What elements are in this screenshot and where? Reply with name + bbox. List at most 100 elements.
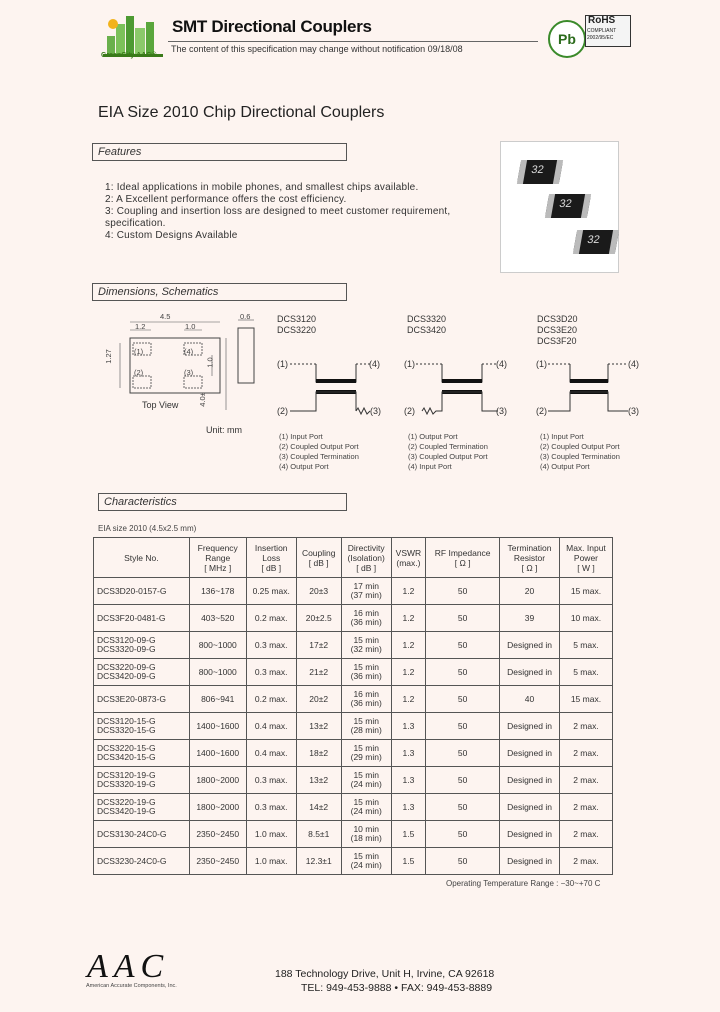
pad-label-2: (2) bbox=[134, 368, 144, 377]
dim-gap: 1.0 bbox=[205, 357, 215, 368]
table-cell: 50 bbox=[425, 712, 501, 740]
chip-image: 32 bbox=[572, 230, 620, 254]
column-header: RF Impedance[ Ω ] bbox=[425, 537, 501, 578]
table-cell: Designed in bbox=[499, 658, 560, 686]
port-label: (1) bbox=[404, 359, 415, 369]
port-label: (3) bbox=[628, 406, 639, 416]
port-desc: (3) Coupled Termination bbox=[279, 452, 359, 461]
port-desc: (1) Input Port bbox=[540, 432, 584, 441]
table-cell: 1.5 bbox=[390, 847, 427, 875]
table-cell: 50 bbox=[425, 766, 501, 794]
top-view-label: Top View bbox=[142, 400, 179, 410]
table-cell: Designed in bbox=[499, 793, 560, 821]
rohs-line2: 2002/95/EC bbox=[587, 35, 614, 41]
port-label: (3) bbox=[496, 406, 507, 416]
schematic-model: DCS3D20 bbox=[537, 314, 578, 324]
page-title: SMT Directional Couplers bbox=[172, 17, 372, 36]
port-desc: (4) Output Port bbox=[540, 462, 590, 471]
table-cell: 20±2 bbox=[295, 685, 342, 713]
table-cell: 1400~1600 bbox=[188, 739, 247, 767]
feature-item: 4: Custom Designs Available bbox=[105, 230, 238, 241]
table-cell: 39 bbox=[499, 604, 560, 632]
dimension-drawing bbox=[119, 319, 255, 410]
schematic-diagram-1 bbox=[290, 363, 372, 416]
table-cell: Designed in bbox=[499, 847, 560, 875]
table-cell: 0.4 max. bbox=[245, 712, 297, 740]
rohs-badge bbox=[585, 15, 631, 47]
table-cell: 15 min(29 min) bbox=[340, 739, 392, 767]
port-desc: (1) Output Port bbox=[408, 432, 458, 441]
table-cell: 2 max. bbox=[558, 712, 614, 740]
table-cell: 20±2.5 bbox=[295, 604, 342, 632]
table-cell: 800~1000 bbox=[188, 658, 247, 686]
table-cell: 16 min(36 min) bbox=[340, 604, 392, 632]
table-cell: Designed in bbox=[499, 766, 560, 794]
table-cell: 15 max. bbox=[558, 685, 614, 713]
table-cell: 0.3 max. bbox=[245, 631, 297, 659]
table-cell: 17±2 bbox=[295, 631, 342, 659]
table-cell: 0.25 max. bbox=[245, 577, 297, 605]
table-cell: 15 min(36 min) bbox=[340, 658, 392, 686]
document-subtitle: EIA Size 2010 Chip Directional Couplers bbox=[98, 104, 385, 121]
table-cell: 1400~1600 bbox=[188, 712, 247, 740]
table-cell: 13±2 bbox=[295, 712, 342, 740]
table-cell: 50 bbox=[425, 631, 501, 659]
table-cell: 1800~2000 bbox=[188, 766, 247, 794]
table-cell: Designed in bbox=[499, 631, 560, 659]
table-cell: 2350~2450 bbox=[188, 847, 247, 875]
dim-thickness: 0.6 bbox=[240, 312, 251, 321]
table-cell: 13±2 bbox=[295, 766, 342, 794]
chip-image: 32 bbox=[516, 160, 564, 184]
table-cell: Designed in bbox=[499, 820, 560, 848]
port-label: (2) bbox=[404, 406, 415, 416]
table-cell: 15 min(24 min) bbox=[340, 766, 392, 794]
table-cell: Designed in bbox=[499, 712, 560, 740]
table-cell: 1.0 max. bbox=[245, 820, 297, 848]
revision-notice: The content of this specification may ch… bbox=[171, 44, 463, 54]
size-note: EIA size 2010 (4.5x2.5 mm) bbox=[98, 524, 197, 533]
dim-length: 4.0± bbox=[197, 392, 207, 407]
dim-pad-b: 1.0 bbox=[185, 322, 196, 331]
table-cell: DCS3E20-0873-G bbox=[93, 685, 190, 713]
rohs-title: RoHS bbox=[588, 15, 616, 26]
table-cell: 15 min(24 min) bbox=[340, 847, 392, 875]
table-cell: 21±2 bbox=[295, 658, 342, 686]
port-desc: (3) Coupled Termination bbox=[540, 452, 620, 461]
table-cell: 18±2 bbox=[295, 739, 342, 767]
port-desc: (4) Input Port bbox=[408, 462, 452, 471]
feature-item: 1: Ideal applications in mobile phones, … bbox=[105, 182, 419, 193]
schematic-model: DCS3120 bbox=[277, 314, 317, 324]
table-cell: 50 bbox=[425, 739, 501, 767]
table-cell: 1.2 bbox=[390, 631, 427, 659]
table-cell: 50 bbox=[425, 820, 501, 848]
logo-text: GreenCity AAC® bbox=[101, 52, 157, 59]
port-label: (2) bbox=[277, 406, 288, 416]
table-cell: 2 max. bbox=[558, 739, 614, 767]
table-cell: 15 min(32 min) bbox=[340, 631, 392, 659]
table-cell: 50 bbox=[425, 577, 501, 605]
table-cell: 40 bbox=[499, 685, 560, 713]
schematic-diagram-2 bbox=[416, 363, 498, 416]
dimensions-heading: Dimensions, Schematics bbox=[92, 283, 347, 301]
table-cell: 20 bbox=[499, 577, 560, 605]
schematic-model: DCS3220 bbox=[277, 325, 317, 335]
table-cell: 403~520 bbox=[188, 604, 247, 632]
column-header: Style No. bbox=[93, 537, 190, 578]
table-cell: 0.4 max. bbox=[245, 739, 297, 767]
table-cell: 15 max. bbox=[558, 577, 614, 605]
